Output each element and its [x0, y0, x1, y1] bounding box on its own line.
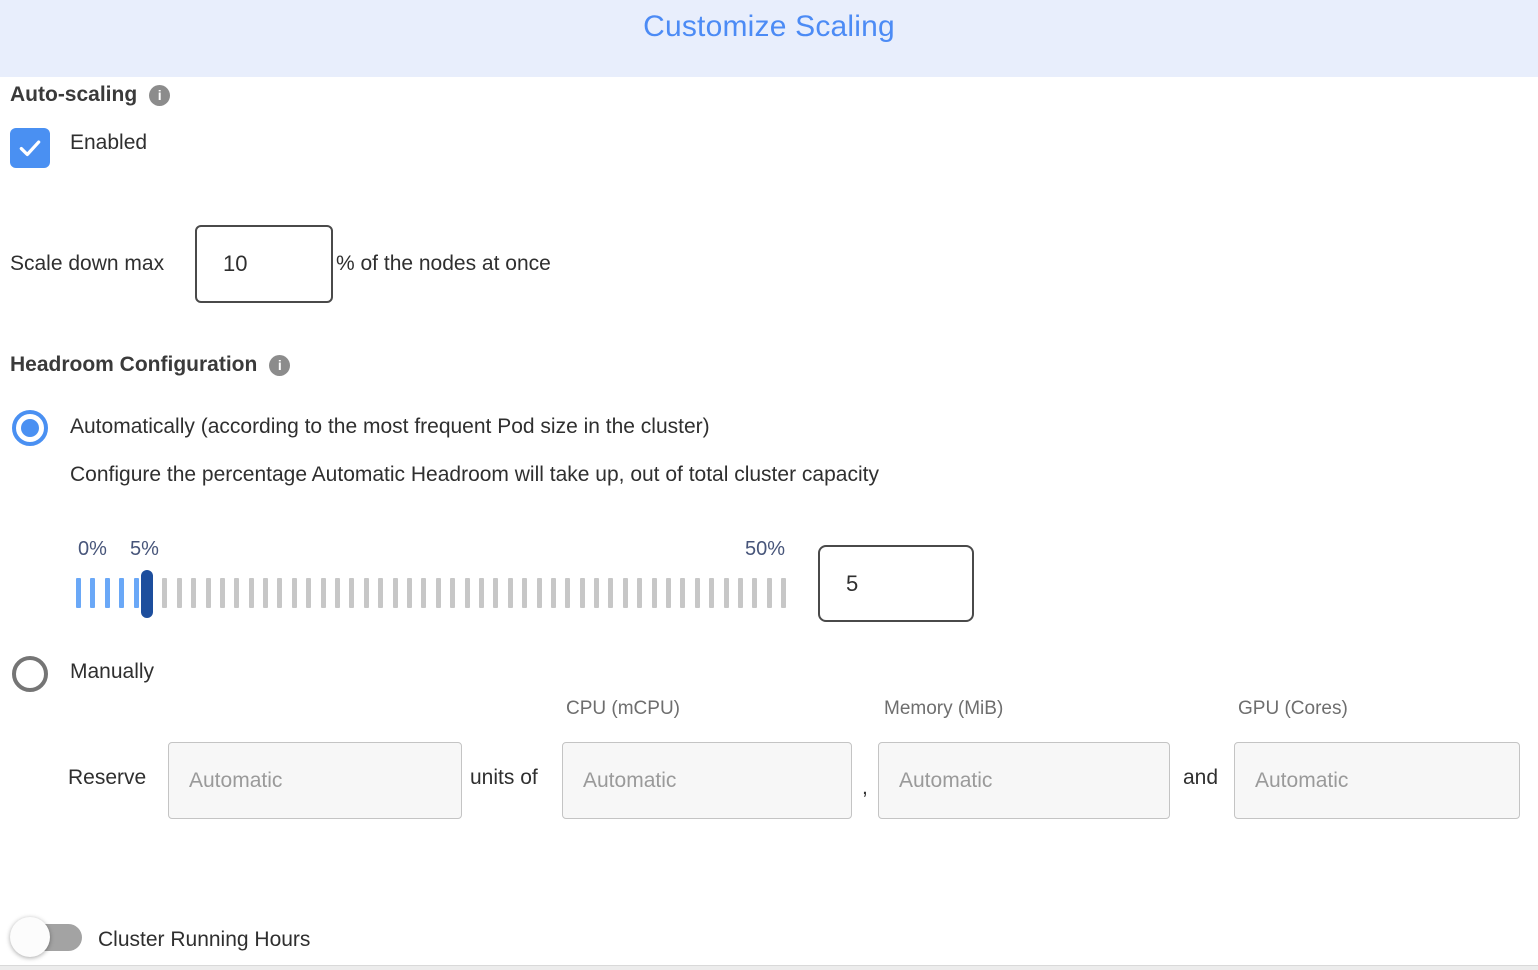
slider-tick: [349, 578, 355, 608]
slider-tick: [651, 578, 657, 608]
slider-tick: [104, 578, 110, 608]
autoscaling-label-text: Auto-scaling: [10, 83, 138, 106]
slider-tick: [594, 578, 600, 608]
and-label: and: [1183, 766, 1219, 789]
headroom-automatic-label: Automatically (according to the most fre…: [70, 415, 710, 438]
slider-tick: [766, 578, 772, 608]
slider-tick: [536, 578, 542, 608]
headroom-slider-track[interactable]: [76, 578, 796, 608]
column-header-cpu: CPU (mCPU): [566, 698, 680, 719]
slider-tick: [277, 578, 283, 608]
cluster-running-hours-toggle[interactable]: [10, 915, 90, 959]
slider-tick: [176, 578, 182, 608]
slider-tick: [637, 578, 643, 608]
slider-tick: [119, 578, 125, 608]
slider-tick: [522, 578, 528, 608]
slider-tick: [752, 578, 758, 608]
reserve-units-input[interactable]: [168, 742, 462, 819]
autoscaling-enabled-checkbox[interactable]: [10, 128, 50, 168]
autoscaling-section-label: Auto-scaling i: [10, 83, 171, 107]
slider-tick: [493, 578, 499, 608]
panel-title: Customize Scaling: [643, 10, 895, 43]
slider-tick: [622, 578, 628, 608]
units-of-label: units of: [470, 766, 538, 789]
slider-tick: [435, 578, 441, 608]
slider-tick: [565, 578, 571, 608]
reserve-cpu-input[interactable]: [562, 742, 852, 819]
slider-tick: [680, 578, 686, 608]
autoscaling-enabled-label: Enabled: [70, 131, 148, 154]
slider-tick: [162, 578, 168, 608]
headroom-percentage-input[interactable]: [818, 545, 974, 622]
reserve-gpu-input[interactable]: [1234, 742, 1520, 819]
panel-header: Customize Scaling: [0, 0, 1538, 77]
scale-down-suffix-label: % of the nodes at once: [336, 252, 551, 275]
headroom-slider-handle[interactable]: [141, 570, 153, 618]
slider-tick: [608, 578, 614, 608]
radio-dot: [21, 419, 39, 437]
slider-tick: [320, 578, 326, 608]
slider-tick: [378, 578, 384, 608]
slider-current-label: 5%: [130, 538, 159, 560]
bottom-divider: [0, 965, 1538, 970]
slider-tick: [90, 578, 96, 608]
column-header-memory: Memory (MiB): [884, 698, 1004, 719]
slider-tick: [363, 578, 369, 608]
headroom-label-text: Headroom Configuration: [10, 353, 258, 376]
slider-tick: [306, 578, 312, 608]
slider-tick: [335, 578, 341, 608]
comma-separator: ,: [862, 776, 868, 799]
slider-tick: [392, 578, 398, 608]
headroom-section-label: Headroom Configuration i: [10, 353, 291, 377]
slider-tick: [263, 578, 269, 608]
slider-tick: [478, 578, 484, 608]
scale-down-max-input[interactable]: [195, 225, 333, 303]
slider-tick: [666, 578, 672, 608]
slider-tick: [450, 578, 456, 608]
headroom-info-icon[interactable]: i: [269, 354, 291, 376]
headroom-manual-label: Manually: [70, 660, 155, 683]
scale-down-prefix-label: Scale down max: [10, 252, 165, 275]
slider-tick: [781, 578, 787, 608]
headroom-automatic-radio[interactable]: [12, 410, 48, 446]
slider-tick: [234, 578, 240, 608]
slider-tick: [406, 578, 412, 608]
slider-tick: [694, 578, 700, 608]
slider-tick: [421, 578, 427, 608]
slider-tick: [737, 578, 743, 608]
slider-tick: [133, 578, 139, 608]
slider-max-label: 50%: [745, 538, 786, 560]
reserve-label: Reserve: [68, 766, 147, 789]
cluster-running-hours-label: Cluster Running Hours: [98, 928, 311, 951]
checkmark-icon: [19, 140, 41, 157]
column-header-gpu: GPU (Cores): [1238, 698, 1348, 719]
slider-tick: [219, 578, 225, 608]
slider-tick: [550, 578, 556, 608]
toggle-knob: [10, 917, 50, 957]
slider-tick: [205, 578, 211, 608]
slider-tick: [507, 578, 513, 608]
slider-tick: [723, 578, 729, 608]
slider-tick: [291, 578, 297, 608]
reserve-memory-input[interactable]: [878, 742, 1170, 819]
slider-min-label: 0%: [78, 538, 107, 560]
slider-tick: [248, 578, 254, 608]
headroom-manual-radio[interactable]: [12, 656, 48, 692]
slider-tick: [579, 578, 585, 608]
slider-tick: [464, 578, 470, 608]
slider-tick: [709, 578, 715, 608]
slider-tick: [76, 578, 81, 608]
headroom-automatic-description: Configure the percentage Automatic Headr…: [70, 463, 879, 486]
autoscaling-info-icon[interactable]: i: [149, 84, 171, 106]
slider-tick: [191, 578, 197, 608]
